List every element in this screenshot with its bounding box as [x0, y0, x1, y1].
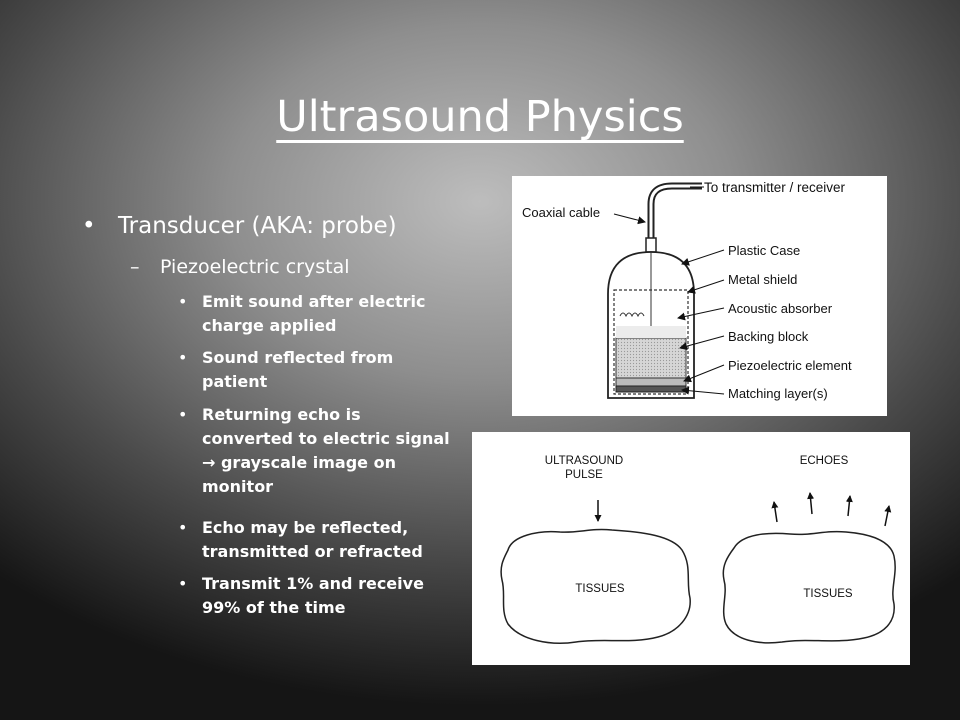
slide-title: Ultrasound Physics	[276, 92, 684, 142]
echo-diagram: ULTRASOUND PULSE ECHOES TISSUES TISSUES	[472, 432, 910, 665]
sub-bullet-text: Echo may be reflected, transmitted or re…	[202, 518, 423, 561]
label-coaxial-cable: Coaxial cable	[522, 205, 600, 220]
label-matching-layers: Matching layer(s)	[728, 386, 828, 401]
dash-marker: –	[130, 256, 140, 278]
bullet-marker: •	[82, 213, 96, 239]
label-ultrasound: ULTRASOUND	[545, 455, 623, 467]
bullet-text: Transducer (AKA: probe)	[118, 213, 397, 239]
echo-arrow	[884, 505, 892, 527]
echo-arrow	[845, 495, 853, 517]
transducer-diagram: To transmitter / receiver Coaxial cable …	[512, 176, 887, 416]
label-tissues-right: TISSUES	[803, 588, 853, 600]
coaxial-cable-shape	[647, 182, 702, 238]
bullet-marker: •	[178, 574, 188, 593]
bullet-text: Piezoelectric crystal	[160, 256, 350, 278]
label-piezoelectric-element: Piezoelectric element	[728, 358, 852, 373]
echo-arrow	[771, 501, 779, 523]
tissue-shape-right	[722, 530, 896, 644]
label-acoustic-absorber: Acoustic absorber	[728, 301, 833, 316]
sub-bullet-text: Emit sound after electric charge applied	[202, 292, 426, 335]
label-to-transmitter: To transmitter / receiver	[704, 180, 846, 195]
bullet-marker: •	[178, 518, 188, 537]
label-metal-shield: Metal shield	[728, 272, 797, 287]
sub-bullet-text: Transmit 1% and receive 99% of the time	[202, 574, 424, 617]
bullet-marker: •	[178, 292, 188, 311]
bullet-marker: •	[178, 405, 188, 424]
label-backing-block: Backing block	[728, 329, 809, 344]
label-pulse: PULSE	[565, 469, 603, 481]
label-plastic-case: Plastic Case	[728, 243, 800, 258]
matching-layer-shape	[615, 385, 687, 393]
piezo-element-shape	[615, 377, 687, 387]
echo-arrow	[807, 492, 815, 515]
sub-bullet-text: Returning echo is converted to electric …	[202, 405, 450, 496]
sub-bullet-text: Sound reflected from patient	[202, 348, 394, 391]
transducer-svg: To transmitter / receiver Coaxial cable …	[522, 180, 852, 401]
backing-block-shape	[615, 337, 687, 379]
bullet-marker: •	[178, 348, 188, 367]
label-echoes: ECHOES	[800, 455, 849, 467]
tissue-shape-left	[500, 528, 691, 644]
label-tissues-left: TISSUES	[575, 583, 625, 595]
echo-svg: ULTRASOUND PULSE ECHOES TISSUES TISSUES	[500, 455, 896, 644]
